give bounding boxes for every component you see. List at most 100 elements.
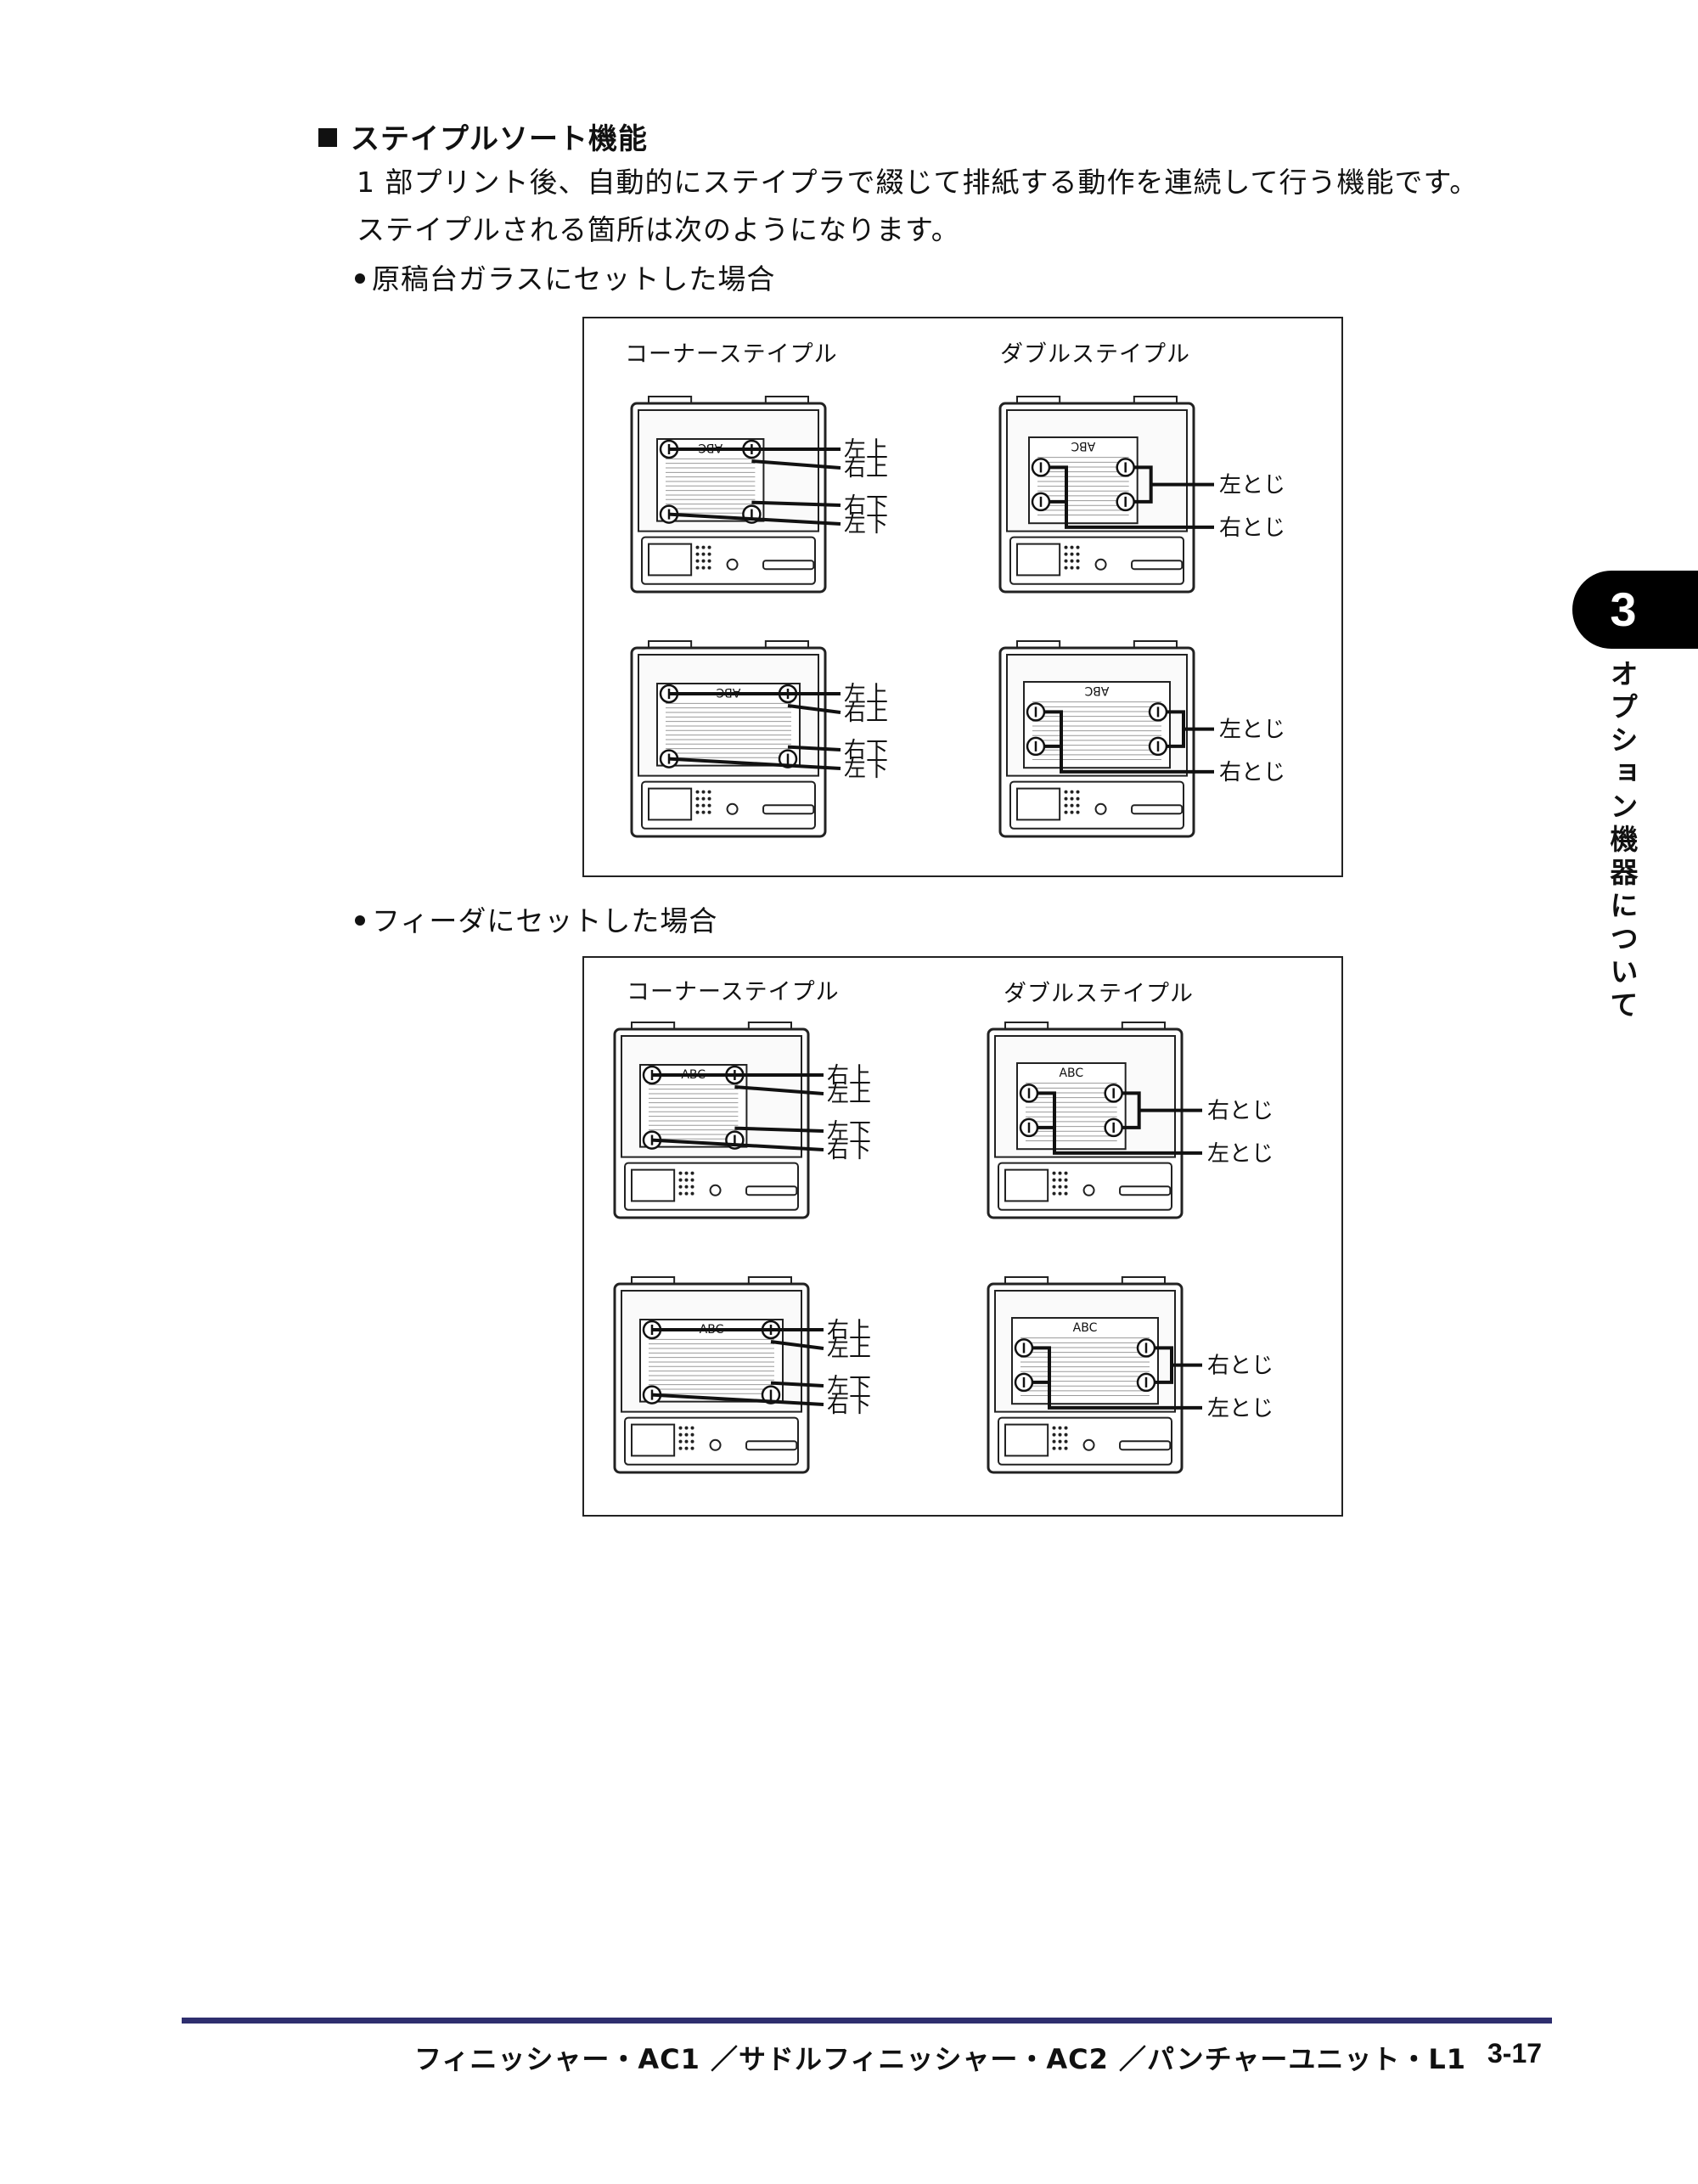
- keypad-key-icon: [684, 1185, 689, 1189]
- staple-label: 左とじ: [1207, 1396, 1274, 1421]
- panel-slot: [1119, 1440, 1172, 1451]
- panel-display: [1004, 1423, 1049, 1457]
- staple-label: 左下: [827, 1119, 871, 1145]
- keypad-key-icon: [1076, 545, 1080, 549]
- keypad-key-icon: [690, 1439, 694, 1444]
- keypad-key-icon: [707, 552, 711, 556]
- bullet-glass: 原稿台ガラスにセットした場合: [355, 256, 775, 297]
- keypad-key-icon: [690, 1185, 694, 1189]
- paper-sheet: [1023, 681, 1171, 769]
- corner-staple-title: コーナーステイプル: [625, 341, 838, 368]
- leader-line: [1053, 1127, 1202, 1155]
- keypad-key-icon: [701, 545, 706, 549]
- panel-display: [648, 543, 693, 577]
- staple-label: 右下: [827, 1393, 871, 1418]
- double-staple-title: ダブルステイプル: [1004, 981, 1194, 1007]
- start-key-icon: [1094, 558, 1107, 571]
- keypad-key-icon: [1058, 1185, 1062, 1189]
- paper-sheet: [656, 683, 801, 767]
- keypad-key-icon: [1058, 1178, 1062, 1182]
- keypad-key-icon: [1064, 1185, 1068, 1189]
- keypad-key-icon: [1076, 790, 1080, 794]
- keypad-key-icon: [684, 1433, 689, 1437]
- staple-label: 左とじ: [1219, 473, 1285, 498]
- square-bullet-icon: [318, 128, 337, 147]
- keypad-key-icon: [1058, 1191, 1062, 1196]
- keypad-key-icon: [695, 810, 700, 814]
- keypad-key-icon: [1058, 1446, 1062, 1450]
- keypad-key-icon: [695, 552, 700, 556]
- leader-line: [668, 757, 841, 770]
- keypad-key-icon: [1064, 810, 1068, 814]
- keypad-key-icon: [1070, 559, 1074, 563]
- start-key-icon: [709, 1184, 722, 1196]
- keypad-key-icon: [678, 1446, 683, 1450]
- leader-line: [1044, 710, 1063, 748]
- keypad-key-icon: [1052, 1439, 1056, 1444]
- keypad-key-icon: [707, 566, 711, 570]
- abc-text: ABC: [1059, 1067, 1083, 1080]
- paper-sheet: [1011, 1317, 1159, 1405]
- keypad-key-icon: [1064, 1446, 1068, 1450]
- keypad-key-icon: [1064, 545, 1068, 549]
- panel-display: [1016, 543, 1061, 577]
- paragraph-2: ステイプルされる箇所は次のようになります。: [357, 213, 960, 246]
- corner-staple-title: コーナーステイプル: [627, 979, 840, 1005]
- leader-line: [751, 459, 841, 470]
- keypad-key-icon: [695, 566, 700, 570]
- keypad-key-icon: [1064, 1191, 1068, 1196]
- keypad-key-icon: [1052, 1433, 1056, 1437]
- keypad-key-icon: [1064, 1426, 1068, 1430]
- abc-text: ABC: [1071, 439, 1095, 453]
- leader-line: [1122, 1091, 1141, 1129]
- staple-label: 右とじ: [1207, 1099, 1274, 1124]
- keypad-key-icon: [1076, 796, 1080, 801]
- keypad-key-icon: [1070, 790, 1074, 794]
- start-key-icon: [1094, 802, 1107, 815]
- footer-title: フィニッシャー・AC1 ／サドルフィニッシャー・AC2 ／パンチャーユニット・L…: [414, 2043, 1466, 2075]
- staple-label: 左上: [827, 1082, 871, 1107]
- panel-display: [648, 787, 693, 821]
- keypad-key-icon: [1070, 810, 1074, 814]
- start-key-icon: [726, 558, 739, 571]
- leader-line: [1032, 1346, 1051, 1384]
- start-key-icon: [1082, 1438, 1095, 1451]
- chapter-number: 3: [1610, 583, 1637, 636]
- keypad-key-icon: [684, 1191, 689, 1196]
- keypad-key-icon: [1052, 1178, 1056, 1182]
- staple-label: 右上: [827, 1318, 871, 1343]
- keypad-key-icon: [684, 1171, 689, 1175]
- keypad-key-icon: [707, 796, 711, 801]
- staple-label: 右上: [827, 1063, 871, 1089]
- staple-label: 左下: [827, 1374, 871, 1399]
- keypad-key-icon: [695, 559, 700, 563]
- paper-sheet: [639, 1319, 784, 1403]
- keypad-key-icon: [678, 1426, 683, 1430]
- keypad-key-icon: [1076, 559, 1080, 563]
- keypad-key-icon: [690, 1178, 694, 1182]
- page-number: 3-17: [1487, 2038, 1543, 2069]
- keypad-key-icon: [695, 790, 700, 794]
- keypad-key-icon: [1076, 566, 1080, 570]
- keypad-key-icon: [1070, 552, 1074, 556]
- leader-line: [787, 745, 841, 751]
- keypad-key-icon: [707, 545, 711, 549]
- keypad-key-icon: [678, 1171, 683, 1175]
- leader-line: [1048, 1382, 1202, 1410]
- keypad-key-icon: [1058, 1439, 1062, 1444]
- chapter-title: オプション機器について: [1605, 659, 1639, 1023]
- keypad-key-icon: [695, 545, 700, 549]
- keypad-key-icon: [695, 803, 700, 808]
- leader-line: [668, 512, 841, 526]
- leader-line: [734, 1085, 824, 1095]
- keypad-key-icon: [701, 803, 706, 808]
- panel-slot: [1119, 1185, 1172, 1196]
- staple-label: 右下: [827, 1138, 871, 1163]
- panel-slot: [762, 560, 815, 571]
- paragraph-1: 1 部プリント後、自動的にステイプラで綴じて排紙する動作を連続して行う機能です。: [357, 166, 1479, 199]
- abc-text: ABC: [1073, 1321, 1098, 1335]
- keypad-key-icon: [1064, 1171, 1068, 1175]
- leader-line: [651, 1138, 824, 1151]
- footer-rule: [182, 2018, 1552, 2024]
